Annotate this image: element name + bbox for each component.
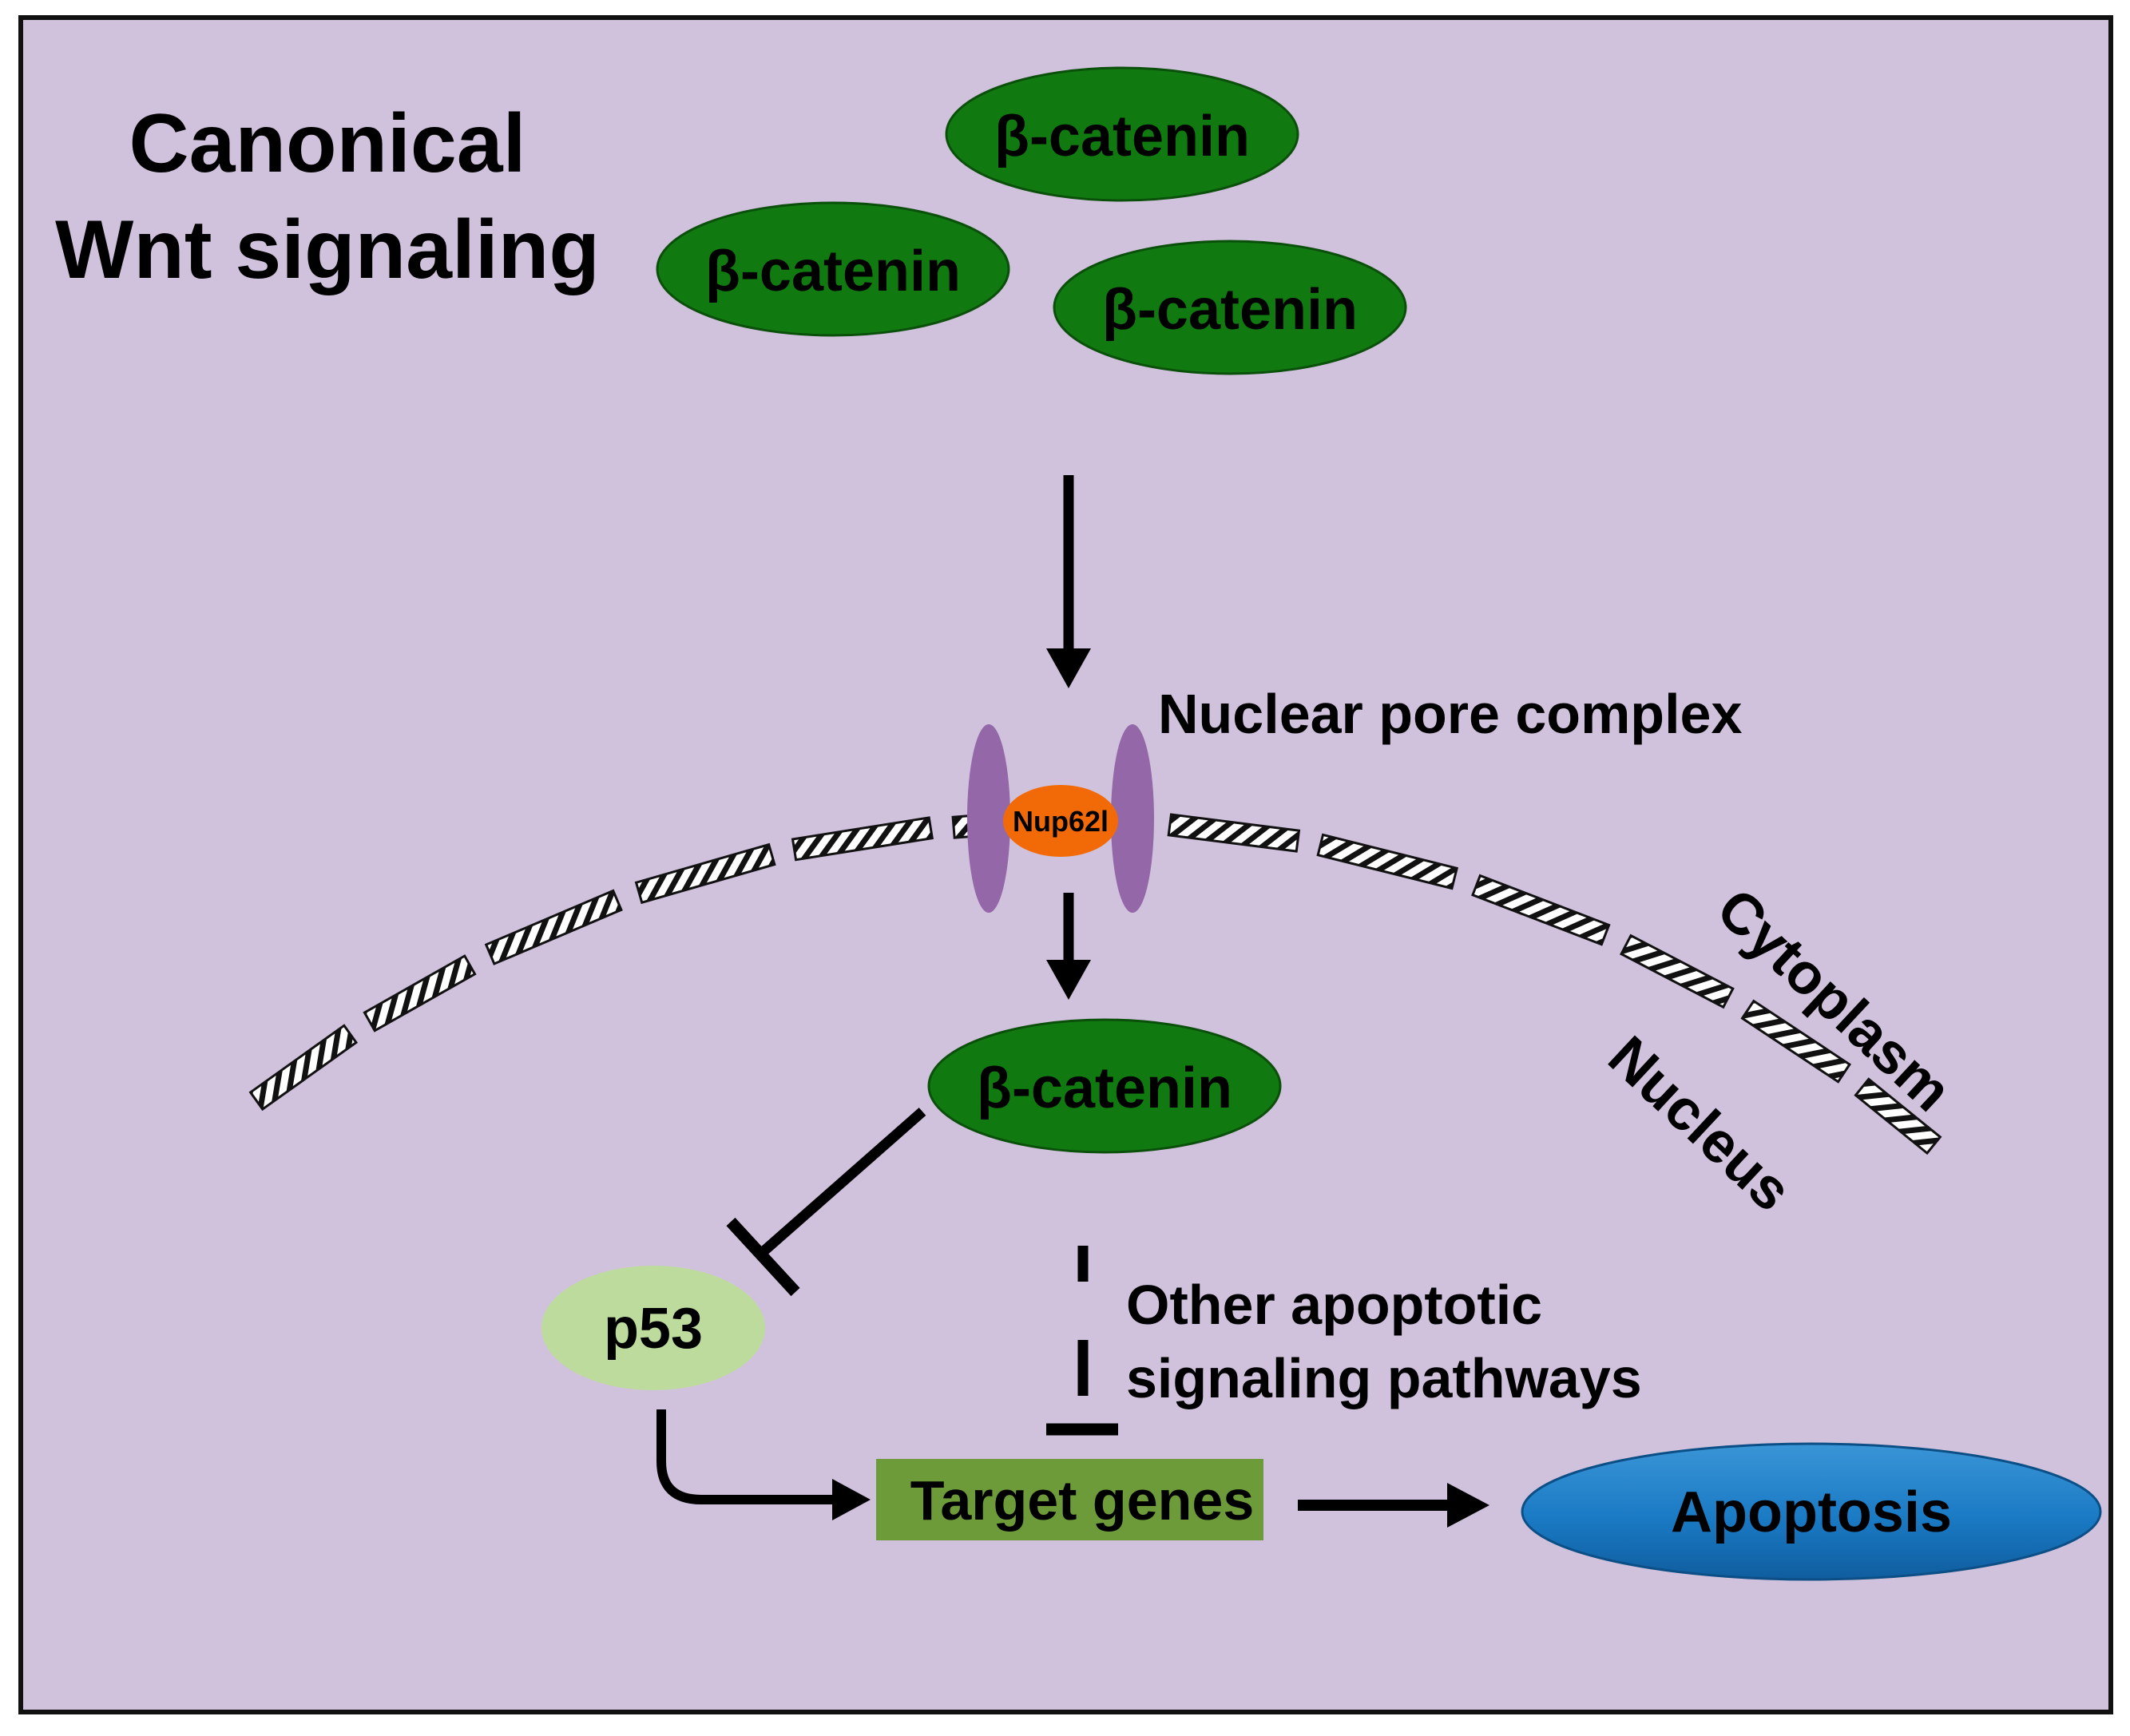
arrow-p53-to-target-genes bbox=[656, 1409, 871, 1520]
pore-lobe-left bbox=[967, 724, 1010, 913]
arrow-into-nucleus bbox=[1046, 893, 1091, 1000]
beta-catenin-label: β-catenin bbox=[994, 105, 1250, 168]
beta-catenin-nuclear-node: β-catenin bbox=[927, 1018, 1282, 1154]
beta-catenin-node: β-catenin bbox=[656, 201, 1010, 337]
nuclear-membrane bbox=[248, 813, 1942, 1155]
arrow-to-pore bbox=[1046, 475, 1091, 688]
inhibition-beta-catenin-p53 bbox=[726, 1108, 926, 1297]
membrane-segment bbox=[1316, 833, 1458, 890]
diagram-title-line2: Wnt signaling bbox=[55, 204, 600, 296]
membrane-segment bbox=[1167, 813, 1301, 853]
membrane-segment bbox=[484, 889, 623, 965]
beta-catenin-label: β-catenin bbox=[1102, 278, 1358, 342]
other-pathways-label-line2: signaling pathways bbox=[1126, 1347, 1642, 1409]
pore-lobe-right bbox=[1111, 724, 1154, 913]
beta-catenin-label: β-catenin bbox=[977, 1056, 1232, 1120]
membrane-segment bbox=[248, 1024, 359, 1112]
p53-node: p53 bbox=[541, 1266, 765, 1390]
beta-catenin-node: β-catenin bbox=[1053, 240, 1407, 375]
diagram-title-line1: Canonical bbox=[129, 97, 526, 190]
nup62l-node bbox=[1003, 785, 1118, 857]
membrane-segment bbox=[363, 954, 477, 1032]
nuclear-pore-complex: Nup62l bbox=[967, 724, 1154, 913]
nuclear-pore-complex-label: Nuclear pore complex bbox=[1158, 683, 1742, 745]
membrane-segment bbox=[791, 816, 934, 862]
membrane-segment bbox=[1740, 999, 1851, 1084]
inhibition-other-pathways bbox=[1046, 1246, 1118, 1436]
target-genes-label: Target genes bbox=[910, 1469, 1255, 1532]
other-pathways-label-line1: Other apoptotic bbox=[1126, 1274, 1542, 1336]
apoptosis-label: Apoptosis bbox=[1671, 1480, 1952, 1544]
target-genes-node: Target genes bbox=[876, 1459, 1263, 1540]
membrane-segment bbox=[1471, 874, 1611, 946]
apoptosis-node: Apoptosis bbox=[1521, 1442, 2102, 1581]
beta-catenin-node: β-catenin bbox=[945, 66, 1299, 202]
arrow-target-to-apoptosis bbox=[1298, 1483, 1489, 1528]
nup62l-label: Nup62l bbox=[1013, 805, 1109, 838]
membrane-segment bbox=[1854, 1077, 1942, 1155]
beta-catenin-label: β-catenin bbox=[705, 240, 961, 303]
membrane-segment bbox=[1620, 933, 1735, 1009]
p53-label: p53 bbox=[604, 1297, 703, 1361]
membrane-segment bbox=[634, 842, 776, 905]
